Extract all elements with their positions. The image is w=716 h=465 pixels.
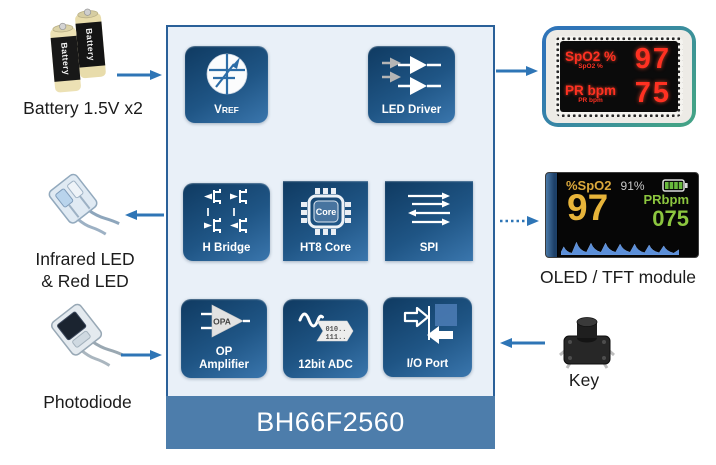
vref-icon [185,46,268,104]
core-icon-text: Core [315,207,336,217]
oled-percent: 91% [620,178,645,193]
oled-spo2-label: %SpO2 [566,178,612,193]
pr-row-label: PR bpm [565,83,617,98]
spi-icon [385,181,473,242]
led-driver-label: LED Driver [381,103,442,116]
adc-bits-line1: 010.. [325,326,346,334]
infrared-led-caption: Infrared LED & Red LED [0,249,170,293]
ht8-core-label: HT8 Core [299,241,352,254]
spo2-display-bezel: SpO2 % SpO2 % 97 PR bpm PR bpm 75 [546,30,692,123]
block-12bit-adc: 010.. 111.. 12bit ADC [283,299,368,378]
adc-bits-line2: 111.. [325,334,346,342]
chip-name: BH66F2560 [256,407,405,437]
pleth-waveform [561,241,680,255]
spi-label: SPI [419,241,439,254]
block-io-port: I/O Port [383,297,472,377]
block-vref: VREF [185,46,268,123]
battery-caption: Battery 1.5V x2 [23,98,143,118]
h-bridge-icon [183,183,270,242]
spo2-display-perforated-frame: SpO2 % SpO2 % 97 PR bpm PR bpm 75 [555,36,683,117]
spo2-row: SpO2 % SpO2 % 97 [565,43,673,76]
chip-name-bar: BH66F2560 [166,396,495,449]
block-h-bridge: H Bridge [183,183,270,261]
io-port-label: I/O Port [406,357,449,370]
oled-screen: %SpO2 91% 97 PRbpm 075 [558,173,698,257]
infrared-led-caption-line1: Infrared LED [35,249,135,269]
spo2-row-sublabel: SpO2 % [578,63,603,70]
ht8-core-icon: Core [283,181,368,242]
op-amplifier-icon: OPA [181,299,267,346]
key-image [559,317,615,369]
oled-pr-value: 075 [652,206,689,231]
spo2-value: 97 [634,43,671,75]
opa-icon-text: OPA [213,317,231,327]
battery-wrap-text: Battery [84,28,97,62]
block-led-driver: LED Driver [368,46,455,123]
pr-row-sublabel: PR bpm [578,97,603,104]
battery-wrap-text: Battery [59,42,72,76]
battery-image: Battery Battery [50,8,106,93]
infrared-red-led-image [48,173,120,236]
infrared-led-caption-line2: & Red LED [41,270,129,291]
block-ht8-core: Core HT8 Core [283,181,368,261]
battery-level-icon [662,179,688,192]
photodiode-caption: Photodiode [43,392,132,412]
key-caption: Key [568,370,600,390]
h-bridge-label: H Bridge [202,241,251,254]
oled-tft-module: %SpO2 91% 97 PRbpm 075 [545,172,699,258]
photodiode-image [50,303,124,367]
io-port-icon [383,297,472,358]
vref-label: VREF [214,103,239,116]
block-spi: SPI [385,181,473,261]
pr-value: 75 [634,77,671,109]
spo2-led-display-module: SpO2 % SpO2 % 97 PR bpm PR bpm 75 [542,26,696,127]
spo2-display-screen: SpO2 % SpO2 % 97 PR bpm PR bpm 75 [560,41,678,112]
oled-pr-label: PRbpm [643,192,690,207]
oled-pcb-edge [546,173,558,257]
op-amplifier-label: OP Amplifier [199,345,249,371]
adc-icon: 010.. 111.. [283,299,368,359]
adc-label: 12bit ADC [298,358,353,371]
pulse-rate-row: PR bpm PR bpm 75 [565,77,673,110]
led-driver-icon [368,46,455,104]
oled-caption: OLED / TFT module [540,267,696,287]
spo2-row-label: SpO2 % [565,49,617,64]
oled-spo2-value: 97 [567,187,609,228]
block-op-amplifier: OPA OP Amplifier [181,299,267,378]
